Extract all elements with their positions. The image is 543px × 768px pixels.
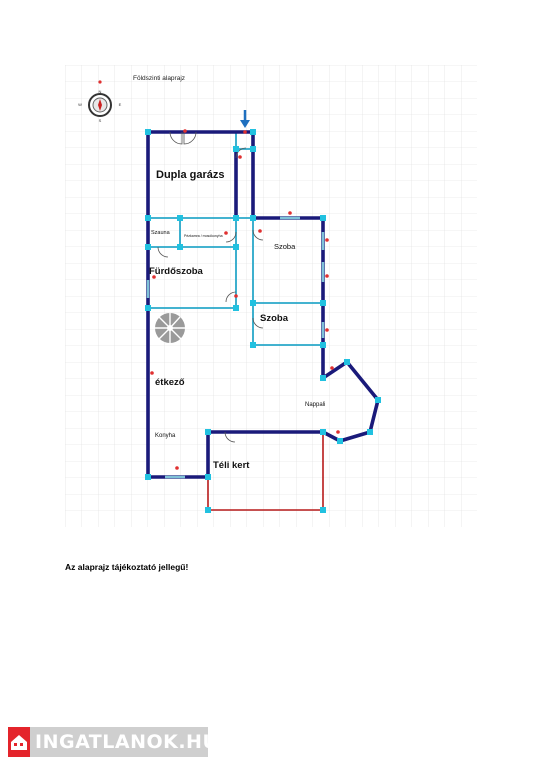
room-label-kitchen: Konyha — [155, 433, 176, 439]
outer-walls — [146, 130, 380, 479]
compass-south: S — [99, 118, 102, 123]
room-label-room1: Szoba — [274, 242, 296, 251]
wall-markers — [150, 129, 340, 470]
room-label-room2: Szoba — [260, 313, 289, 324]
compass-icon: N S W E — [78, 80, 122, 123]
winter-garden-walls — [207, 432, 324, 511]
plan-grid — [65, 65, 477, 527]
room-label-winter-garden: Téli kert — [213, 460, 250, 471]
brand-name: INGATLANOK.HU — [35, 731, 219, 753]
disclaimer-text: Az alaprajz tájékoztató jellegű! — [65, 562, 189, 572]
room-label-sauna: Szauna — [151, 230, 171, 236]
wall-joints — [145, 129, 381, 513]
doors — [157, 131, 264, 443]
compass-north: N — [99, 89, 102, 94]
room-label-living: Nappali — [305, 402, 325, 408]
room-label-dining: étkező — [155, 377, 185, 388]
room-label-garage: Dupla garázs — [156, 169, 224, 181]
room-label-utility: Pézkamra / mosókonyha — [184, 234, 223, 238]
entrance-arrow-icon — [240, 110, 250, 128]
floor-plan: N S W E Földszinti alaprajz — [65, 65, 477, 527]
spiral-staircase — [155, 313, 185, 343]
compass-east: E — [119, 102, 122, 107]
compass-west: W — [78, 102, 82, 107]
plan-title: Földszinti alaprajz — [133, 75, 185, 82]
room-label-bathroom: Fürdőszoba — [149, 266, 204, 277]
house-logo-icon — [8, 727, 30, 757]
windows — [146, 216, 325, 479]
brand-bar[interactable]: INGATLANOK.HU — [8, 727, 218, 757]
